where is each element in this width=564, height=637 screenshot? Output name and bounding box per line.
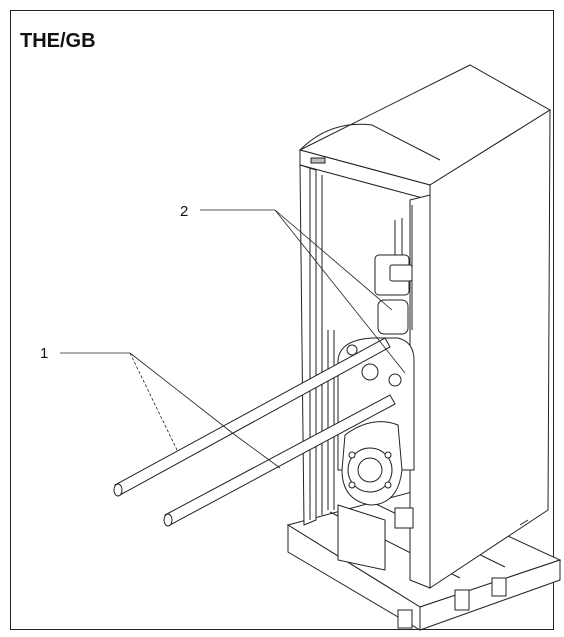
loose-pipes (113, 337, 396, 527)
boiler-internals (327, 205, 415, 571)
callout-2-leaders (200, 209, 406, 374)
boiler-cabinet (298, 64, 551, 589)
callout-1-leaders (60, 352, 281, 469)
callout-1-label: 1 (40, 345, 48, 362)
figure-frame (10, 10, 554, 630)
callout-2-label: 2 (180, 203, 188, 220)
figure-title: THE/GB (20, 30, 96, 52)
